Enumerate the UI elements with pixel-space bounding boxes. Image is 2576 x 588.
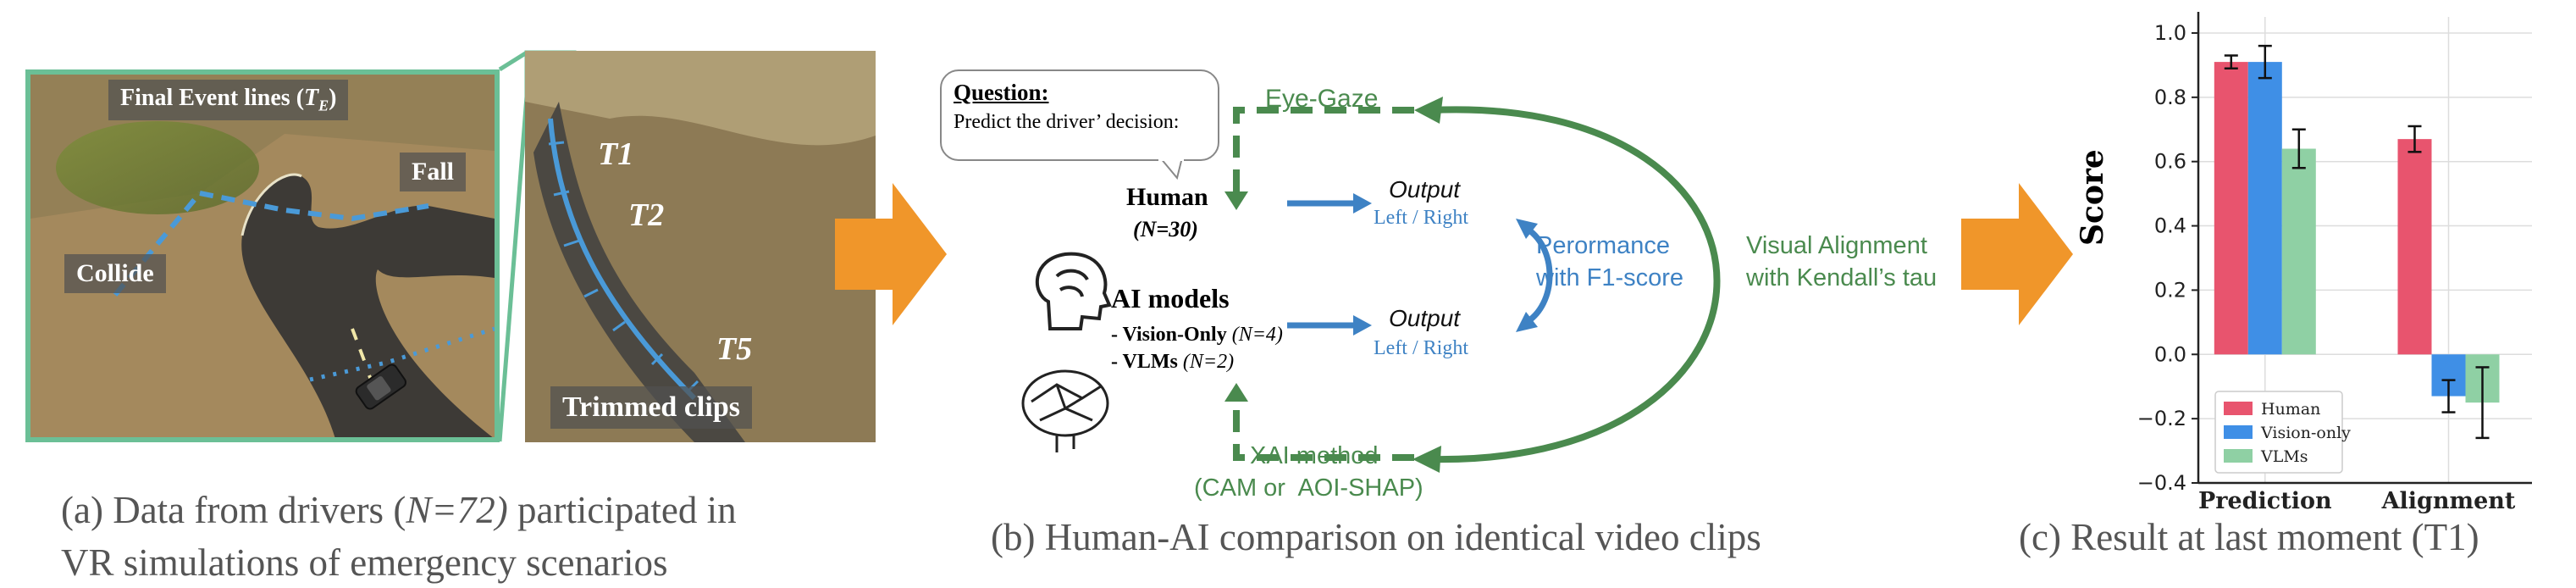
bar-vision-only-prediction bbox=[2247, 62, 2282, 355]
output-ai-label: Output bbox=[1389, 305, 1461, 331]
performance-label-line1: Perormance bbox=[1536, 232, 1670, 259]
x-category-label: Alignment bbox=[2381, 488, 2516, 514]
output-human-label: Output bbox=[1389, 176, 1461, 202]
human-count: (N=30) bbox=[1133, 217, 1198, 241]
x-category-label: Prediction bbox=[2198, 488, 2332, 514]
legend-swatch bbox=[2224, 449, 2253, 463]
xai-label-line1: XAI method bbox=[1250, 442, 1379, 469]
t1-label: T1 bbox=[598, 136, 634, 172]
legend-label: Human bbox=[2261, 400, 2320, 419]
alignment-label-line1: Visual Alignment bbox=[1746, 232, 1927, 259]
bar-vlms-prediction bbox=[2281, 148, 2316, 355]
caption-a-line2: VR simulations of emergency scenarios bbox=[61, 541, 668, 584]
caption-b: (b) Human-AI comparison on identical vid… bbox=[991, 516, 1761, 558]
ai-item-vlms: - VLMs (N=2) bbox=[1111, 351, 1235, 373]
y-tick-label: 0.8 bbox=[2154, 86, 2186, 109]
flow-arrow-right-icon bbox=[835, 183, 947, 325]
t5-label: T5 bbox=[716, 331, 753, 367]
output-ai-options: Left / Right bbox=[1374, 337, 1468, 359]
ai-item-vision-only: - Vision-Only (N=4) bbox=[1111, 324, 1283, 346]
y-tick-label: 0.2 bbox=[2154, 278, 2186, 302]
legend-label: Vision-only bbox=[2260, 424, 2351, 442]
caption-a-line1: (a) Data from drivers (N=72) participate… bbox=[61, 489, 737, 531]
y-tick-label: 0.6 bbox=[2154, 150, 2186, 174]
road-illustration bbox=[30, 75, 495, 437]
flow-arrow-right-icon-2 bbox=[1961, 183, 2073, 325]
fall-label: Fall bbox=[400, 153, 466, 191]
y-tick-label: 0.0 bbox=[2154, 342, 2186, 366]
collide-label: Collide bbox=[64, 254, 166, 293]
question-title: Question: bbox=[954, 80, 1049, 105]
ai-models-title: AI models bbox=[1111, 283, 1230, 313]
question-text: Predict the driver’ decision: bbox=[954, 111, 1180, 133]
bar-human-prediction bbox=[2214, 62, 2248, 355]
xai-label-line2: (CAM or AOI-SHAP) bbox=[1194, 474, 1423, 502]
question-bubble: Question: Predict the driver’ decision: bbox=[940, 69, 1219, 161]
y-axis-title: Score bbox=[2075, 149, 2110, 246]
y-tick-label: 0.4 bbox=[2154, 214, 2186, 238]
bar-human-alignment bbox=[2397, 139, 2432, 355]
y-tick-label: −0.2 bbox=[2137, 407, 2186, 430]
human-title: Human bbox=[1126, 183, 1208, 211]
legend-swatch bbox=[2224, 402, 2253, 415]
t2-label: T2 bbox=[628, 197, 665, 233]
driving-scene-image: Final Event lines (TE) Fall Collide bbox=[25, 69, 500, 442]
trimmed-clip-image: T1 T2 T5 Trimmed clips bbox=[525, 51, 876, 442]
eye-gaze-label: Eye-Gaze bbox=[1265, 85, 1379, 113]
trimmed-clips-label: Trimmed clips bbox=[550, 386, 752, 429]
trajectory-illustration bbox=[525, 51, 876, 442]
legend-label: VLMs bbox=[2260, 447, 2308, 466]
caption-c: (c) Result at last moment (T1) bbox=[2019, 516, 2479, 558]
panel-b-connectors bbox=[1021, 97, 1721, 473]
legend-swatch bbox=[2224, 425, 2253, 439]
y-tick-label: 1.0 bbox=[2154, 21, 2186, 45]
final-event-label: Final Event lines (TE) bbox=[108, 80, 349, 120]
y-tick-label: −0.4 bbox=[2137, 471, 2186, 495]
output-human-options: Left / Right bbox=[1374, 207, 1468, 229]
alignment-label-line2: with Kendall’s tau bbox=[1746, 264, 1938, 291]
performance-label-line2: with F1-score bbox=[1536, 264, 1684, 291]
